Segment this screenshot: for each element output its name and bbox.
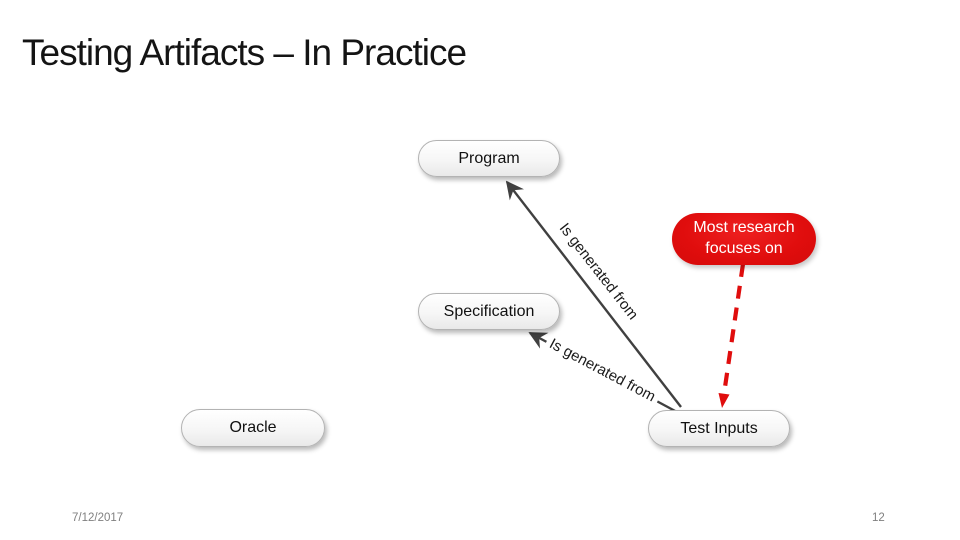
node-test-inputs-label: Test Inputs bbox=[680, 419, 758, 437]
node-specification: Specification bbox=[418, 293, 560, 330]
edge-testinputs-to-program bbox=[505, 180, 682, 408]
edge-callout-to-testinputs-dashed bbox=[721, 263, 746, 395]
callout-line-1: Most research bbox=[693, 219, 795, 237]
callout-most-research: Most research focuses on bbox=[672, 213, 816, 265]
node-specification-label: Specification bbox=[443, 302, 535, 320]
footer-date: 7/12/2017 bbox=[72, 512, 124, 524]
node-test-inputs: Test Inputs bbox=[648, 410, 790, 447]
callout-line-2: focuses on bbox=[705, 240, 783, 257]
footer-page-number: 12 bbox=[872, 512, 885, 524]
node-program-label: Program bbox=[458, 149, 520, 167]
node-oracle-label: Oracle bbox=[229, 419, 277, 436]
node-program: Program bbox=[418, 140, 560, 177]
slide-title: Testing Artifacts – In Practice bbox=[22, 32, 467, 73]
red-arrowhead bbox=[718, 393, 730, 408]
node-oracle: Oracle bbox=[181, 409, 325, 447]
